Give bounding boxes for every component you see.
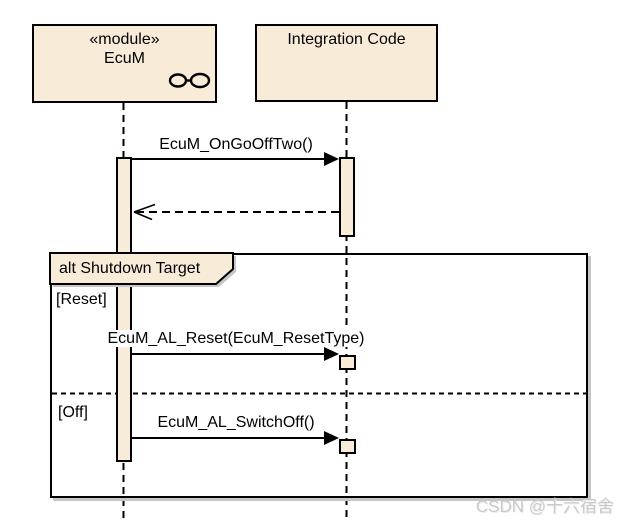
ecum-name: EcuM xyxy=(104,50,145,67)
ecum-stereotype: «module» xyxy=(89,31,160,48)
glasses-icon xyxy=(168,72,211,89)
alt-fragment-label: alt Shutdown Target xyxy=(59,260,201,277)
message-return-arrow xyxy=(133,203,339,221)
alt-fragment-frame xyxy=(50,253,588,498)
message-ongooff-two-arrow xyxy=(132,152,339,166)
guard-off: [Off] xyxy=(57,403,89,422)
activation-ecum xyxy=(116,157,132,462)
integration-code-name: Integration Code xyxy=(287,31,406,48)
message-label-ongoofftwo: EcuM_OnGoOffTwo() xyxy=(157,136,315,153)
activation-integration-top xyxy=(339,157,355,237)
csdn-watermark: CSDN @十六宿舍 xyxy=(475,497,614,516)
lifeline-head-ecum: «module» EcuM xyxy=(32,24,217,103)
activation-integration-reset xyxy=(339,355,356,370)
lifeline-head-integration-code: Integration Code xyxy=(255,24,438,102)
guard-reset: [Reset] xyxy=(55,290,108,309)
activation-integration-switchoff xyxy=(339,439,356,454)
